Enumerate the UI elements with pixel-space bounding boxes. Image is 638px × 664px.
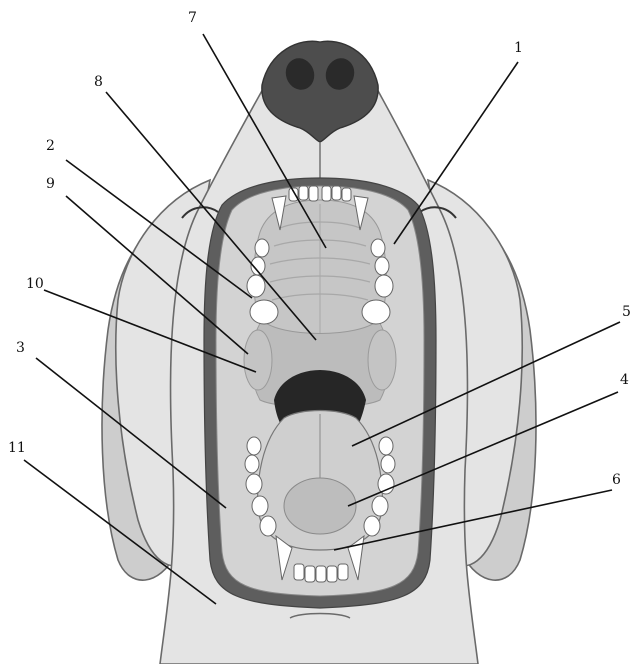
callout-7: 7: [188, 10, 197, 26]
callout-5: 5: [622, 304, 631, 320]
callout-4: 4: [620, 372, 629, 388]
callout-8: 8: [94, 74, 103, 90]
right-palatine-tonsil: [368, 330, 396, 390]
callout-6: 6: [612, 472, 621, 488]
left-palatine-tonsil: [244, 330, 272, 390]
callout-11: 11: [8, 440, 26, 456]
callout-2: 2: [46, 138, 55, 154]
tongue-apex: [284, 478, 356, 534]
callout-10: 10: [26, 276, 44, 292]
callout-1: 1: [514, 40, 523, 56]
callout-9: 9: [46, 176, 55, 192]
callout-3: 3: [16, 340, 25, 356]
